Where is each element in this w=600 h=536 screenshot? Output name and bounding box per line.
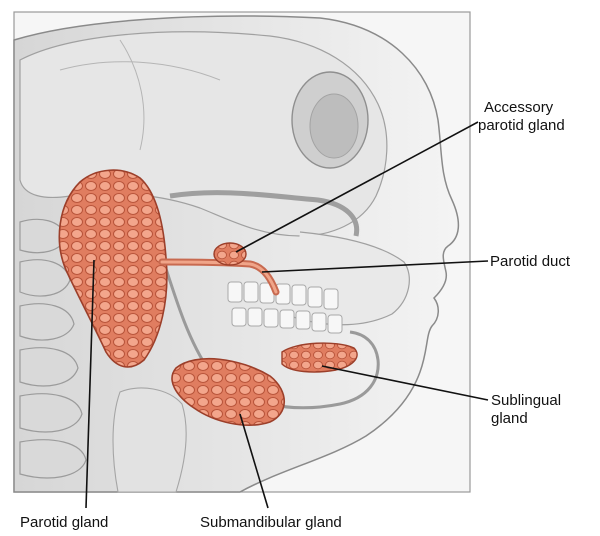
label-parotid-duct: Parotid duct: [490, 253, 570, 271]
label-accessory-line2: parotid gland: [478, 117, 565, 135]
label-submandibular-gland: Submandibular gland: [200, 514, 342, 532]
label-sublingual-line1: Sublingual: [491, 392, 561, 410]
orbit-inner: [310, 94, 358, 158]
label-sublingual-gland: Sublingual gland: [491, 392, 561, 428]
label-sublingual-line2: gland: [491, 410, 561, 428]
larynx: [113, 388, 186, 492]
label-accessory-line1: Accessory: [478, 99, 565, 117]
label-parotid-gland: Parotid gland: [20, 514, 108, 532]
label-accessory-parotid-gland: Accessory parotid gland: [478, 99, 565, 135]
accessory-parotid-gland: [214, 243, 246, 265]
